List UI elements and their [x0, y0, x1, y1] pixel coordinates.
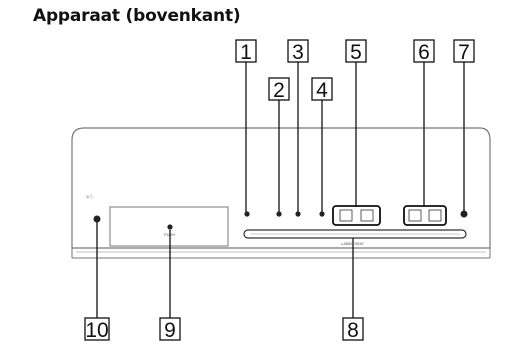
cover-lid: PUSH [109, 206, 229, 247]
callout-6: 6 [413, 39, 435, 64]
callout-7: 7 [453, 39, 475, 64]
callout-2: 2 [268, 77, 290, 102]
callout-6-number: 6 [418, 41, 430, 64]
leader-lines [96, 62, 465, 318]
callout-1-number: 1 [240, 41, 252, 64]
callout-10: 10 [84, 317, 110, 342]
callout-4-number: 4 [316, 79, 328, 102]
callout-5: 5 [345, 39, 367, 64]
button-4 [319, 211, 325, 217]
callout-7-number: 7 [458, 41, 470, 64]
power-switch: 1/ⓘ [86, 193, 101, 223]
callout-3-number: 3 [292, 41, 304, 64]
button-3 [295, 211, 301, 217]
button-group-5 [332, 205, 381, 226]
callout-9: 9 [159, 317, 181, 342]
button-2 [276, 211, 282, 217]
callout-1: 1 [235, 39, 257, 64]
button-7 [460, 210, 468, 218]
front-buttons [244, 211, 325, 217]
callout-8-number: 8 [347, 319, 359, 342]
svg-text:1/ⓘ: 1/ⓘ [86, 193, 93, 199]
callout-3: 3 [287, 39, 309, 64]
callout-8: 8 [342, 317, 364, 342]
button-group-6 [403, 205, 447, 226]
callout-10-number: 10 [85, 319, 108, 342]
diagram-title: Apparaat (bovenkant) [33, 6, 241, 26]
callout-9-number: 9 [164, 319, 176, 342]
callout-2-number: 2 [273, 79, 285, 102]
callout-4: 4 [311, 77, 333, 102]
button-1 [244, 211, 250, 217]
callout-5-number: 5 [350, 41, 362, 64]
